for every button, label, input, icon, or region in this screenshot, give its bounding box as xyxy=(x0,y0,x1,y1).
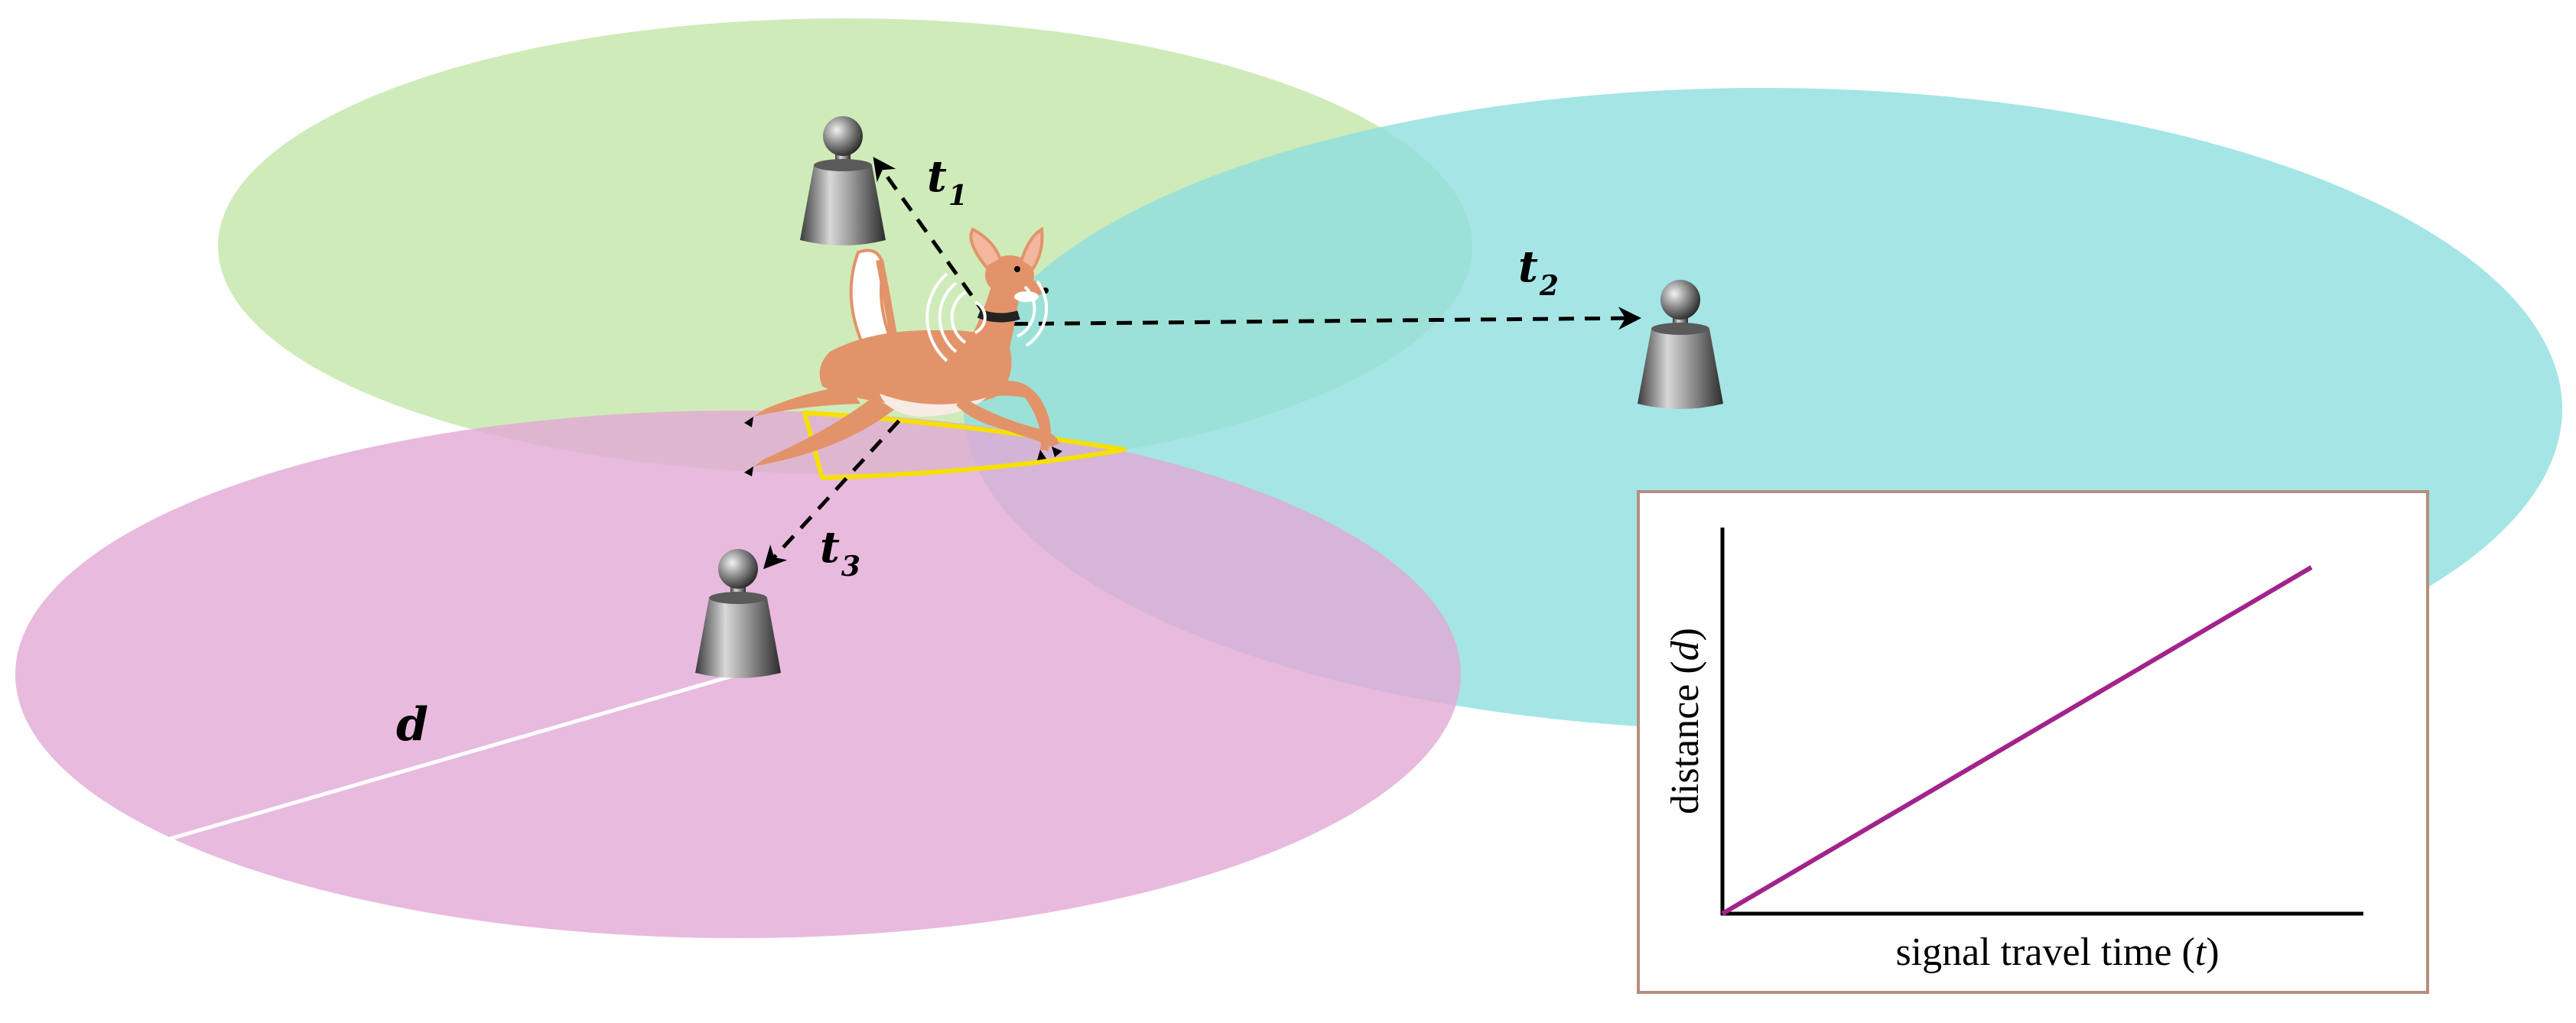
signal-path-t2 xyxy=(986,307,1641,330)
signal-path-t1 xyxy=(873,157,989,318)
radio-waves-icon xyxy=(925,272,1049,362)
label-t1: t1 xyxy=(927,151,968,212)
label-t2: t2 xyxy=(1518,242,1559,302)
label-d: d xyxy=(396,698,428,752)
inset-x-label: signal travel time (t) xyxy=(1895,930,2219,974)
inset-chart: signal travel time (t) distance (d) xyxy=(1637,490,2429,994)
running-deer-icon xyxy=(744,226,1062,476)
intersection-outline xyxy=(802,411,1127,480)
label-t3: t3 xyxy=(820,522,860,583)
inset-distance-time-line xyxy=(1721,565,2313,916)
distance-radius-line xyxy=(169,672,739,841)
inset-y-label: distance (d) xyxy=(1664,628,1707,814)
